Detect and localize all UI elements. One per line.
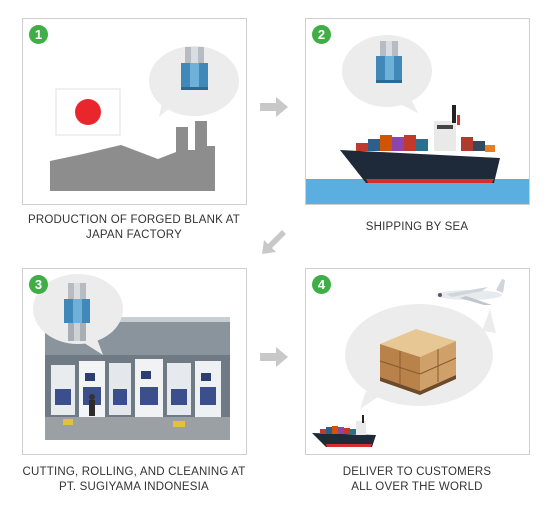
bolt-icon	[181, 47, 208, 90]
caption-line: ALL OVER THE WORLD	[351, 481, 483, 493]
step-3-caption: CUTTING, ROLLING, AND CLEANING AT PT. SU…	[4, 465, 264, 495]
bolt-icon	[376, 41, 402, 83]
step-2-panel: 2	[305, 18, 530, 205]
arrow-right-icon	[260, 347, 288, 367]
delivery-illustration	[312, 279, 505, 447]
machine-row	[51, 359, 221, 427]
step-1-caption: PRODUCTION OF FORGED BLANK AT JAPAN FACT…	[4, 213, 264, 243]
arrow-right-icon	[260, 97, 288, 117]
cargo-ship-illustration	[306, 35, 529, 204]
sea	[306, 179, 529, 204]
caption-line: DELIVER TO CUSTOMERS	[342, 466, 492, 478]
caption-line: SHIPPING BY SEA	[365, 221, 469, 233]
step-1-panel: 1	[22, 18, 247, 205]
step-4-caption: DELIVER TO CUSTOMERS ALL OVER THE WORLD	[287, 465, 547, 495]
worker	[89, 394, 95, 416]
factory-silhouette-icon	[50, 121, 215, 191]
factory-floor-photo	[33, 274, 230, 440]
caption-line: PT. SUGIYAMA INDONESIA	[59, 481, 209, 493]
step-2-caption: SHIPPING BY SEA	[287, 220, 547, 235]
pallet-boxes-icon	[379, 329, 457, 395]
japan-factory-illustration	[50, 46, 239, 191]
cargo-ship-icon	[340, 105, 500, 183]
caption-line: JAPAN FACTORY	[86, 229, 182, 241]
step-1-badge: 1	[29, 25, 48, 44]
caption-line: CUTTING, ROLLING, AND CLEANING AT	[22, 466, 246, 478]
step-3-badge: 3	[29, 275, 48, 294]
step-4-panel: 4	[305, 268, 530, 455]
finished-bolt-icon	[64, 283, 90, 341]
step-2-badge: 2	[312, 25, 331, 44]
airplane-icon	[436, 279, 505, 305]
small-cargo-ship-icon	[312, 415, 376, 447]
step-3-panel: 3	[22, 268, 247, 455]
arrow-down-left-icon	[262, 230, 286, 254]
step-4-badge: 4	[312, 275, 331, 294]
japan-flag-icon	[55, 88, 121, 136]
caption-line: PRODUCTION OF FORGED BLANK AT	[28, 214, 240, 226]
